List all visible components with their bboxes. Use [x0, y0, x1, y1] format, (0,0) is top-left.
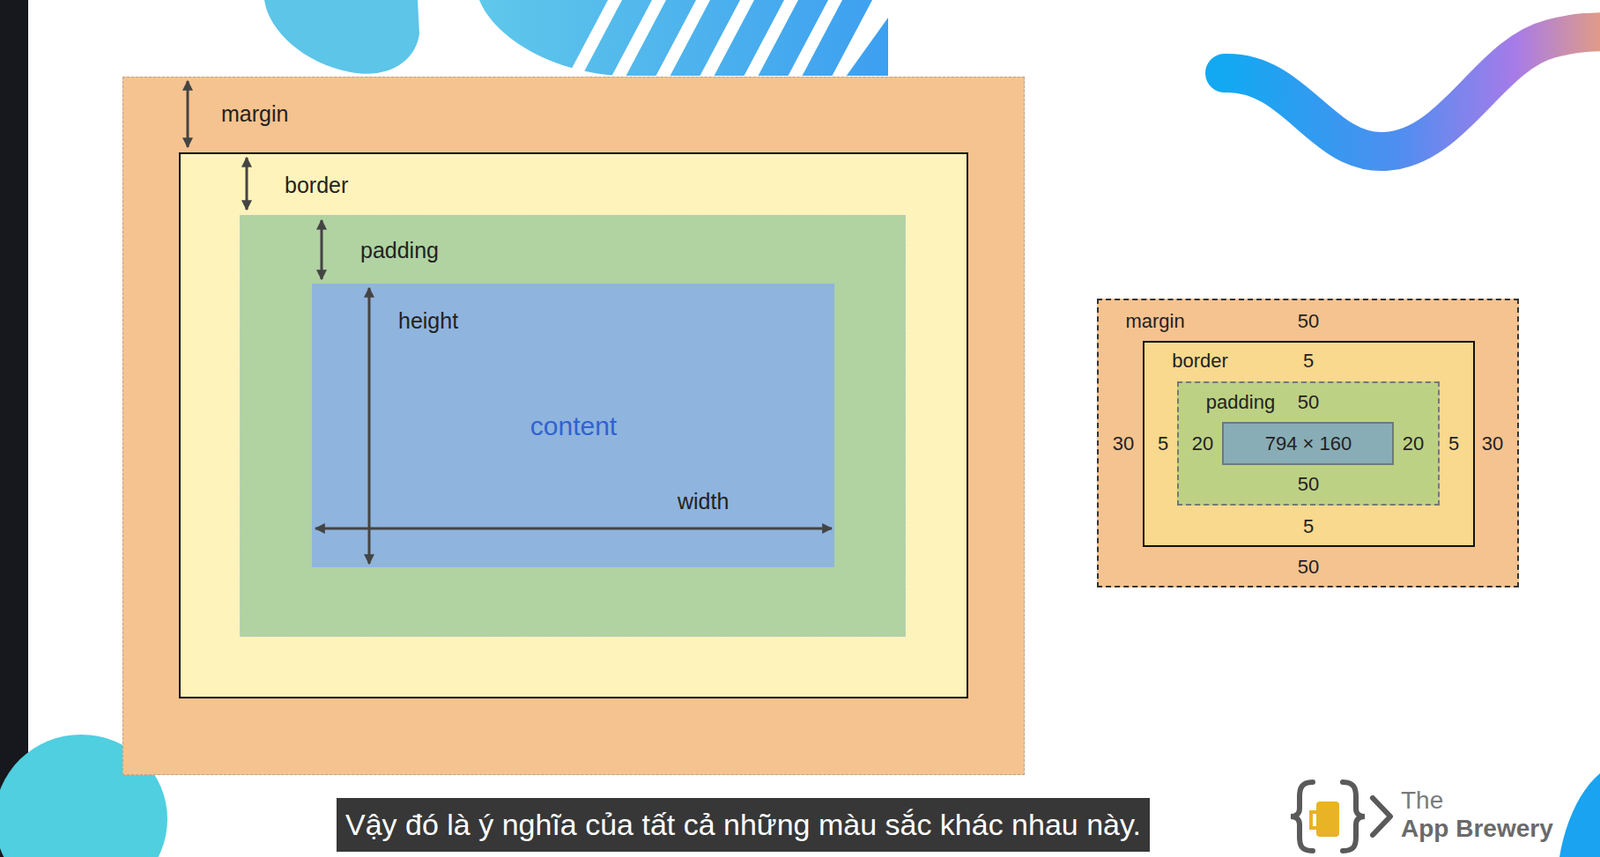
value-number: 20: [1192, 432, 1214, 456]
border-box: border padding height content width: [178, 152, 969, 699]
value-number: 5: [1157, 432, 1169, 456]
box-label: content: [530, 410, 617, 443]
dimension-label: height: [398, 307, 459, 334]
box-label: padding: [360, 237, 439, 264]
deco-corner: [1559, 773, 1600, 857]
value-number: 50: [1297, 310, 1319, 334]
padding-box: padding height content width: [239, 214, 906, 638]
box-label: padding: [1206, 391, 1275, 415]
box-label: border: [284, 171, 349, 199]
value-number: 30: [1481, 432, 1504, 456]
value-number: 50: [1297, 555, 1319, 579]
margin-fill: [1096, 298, 1519, 588]
value-number: 5: [1448, 432, 1460, 456]
margin-box: margin 50 30 30 50 border 5 5 5 5 padding 50 20 20 50 7…: [1096, 298, 1519, 588]
margin-box: margin border padding height content width: [122, 76, 1025, 776]
content-box: 794 × 160: [1222, 422, 1394, 466]
border-fill: [1142, 340, 1475, 548]
margin-fill: [122, 76, 1025, 776]
logo-mark: [1290, 782, 1391, 852]
border-box: border 5 5 5 5 padding 50 20 20 50 794 × 160: [1142, 340, 1475, 548]
deco-wave: [1224, 31, 1600, 152]
box-label: margin: [1125, 310, 1185, 334]
content-fill: [311, 283, 835, 568]
deco-stripes: [479, 0, 889, 76]
logo-text: The: [1400, 785, 1444, 816]
content-box: height content width: [311, 283, 835, 568]
box-label: margin: [221, 100, 289, 127]
deco-stripe-gaps: [567, 0, 889, 77]
padding-fill: [1177, 381, 1440, 506]
border-fill: [178, 152, 969, 699]
subtitle-bar: Vậy đó là ý nghĩa của tất cả những màu s…: [336, 798, 1150, 852]
padding-fill: [239, 214, 906, 638]
dimension-label: width: [677, 488, 729, 515]
padding-box: padding 50 20 20 50 794 × 160: [1177, 381, 1440, 506]
value-number: 5: [1303, 349, 1314, 373]
value-number: 5: [1303, 515, 1314, 539]
value-number: 50: [1297, 391, 1319, 415]
caption-text: Vậy đó là ý nghĩa của tất cả những màu s…: [336, 798, 1150, 852]
value-number: 20: [1402, 432, 1424, 456]
deco-blob: [264, 0, 420, 75]
size-value: 794 × 160: [1265, 432, 1352, 456]
logo-text: App Brewery: [1400, 814, 1554, 845]
value-number: 30: [1112, 432, 1134, 456]
dark-edge: [0, 0, 29, 857]
value-number: 50: [1297, 473, 1319, 497]
box-label: border: [1171, 349, 1229, 373]
content-fill: [1222, 422, 1394, 466]
